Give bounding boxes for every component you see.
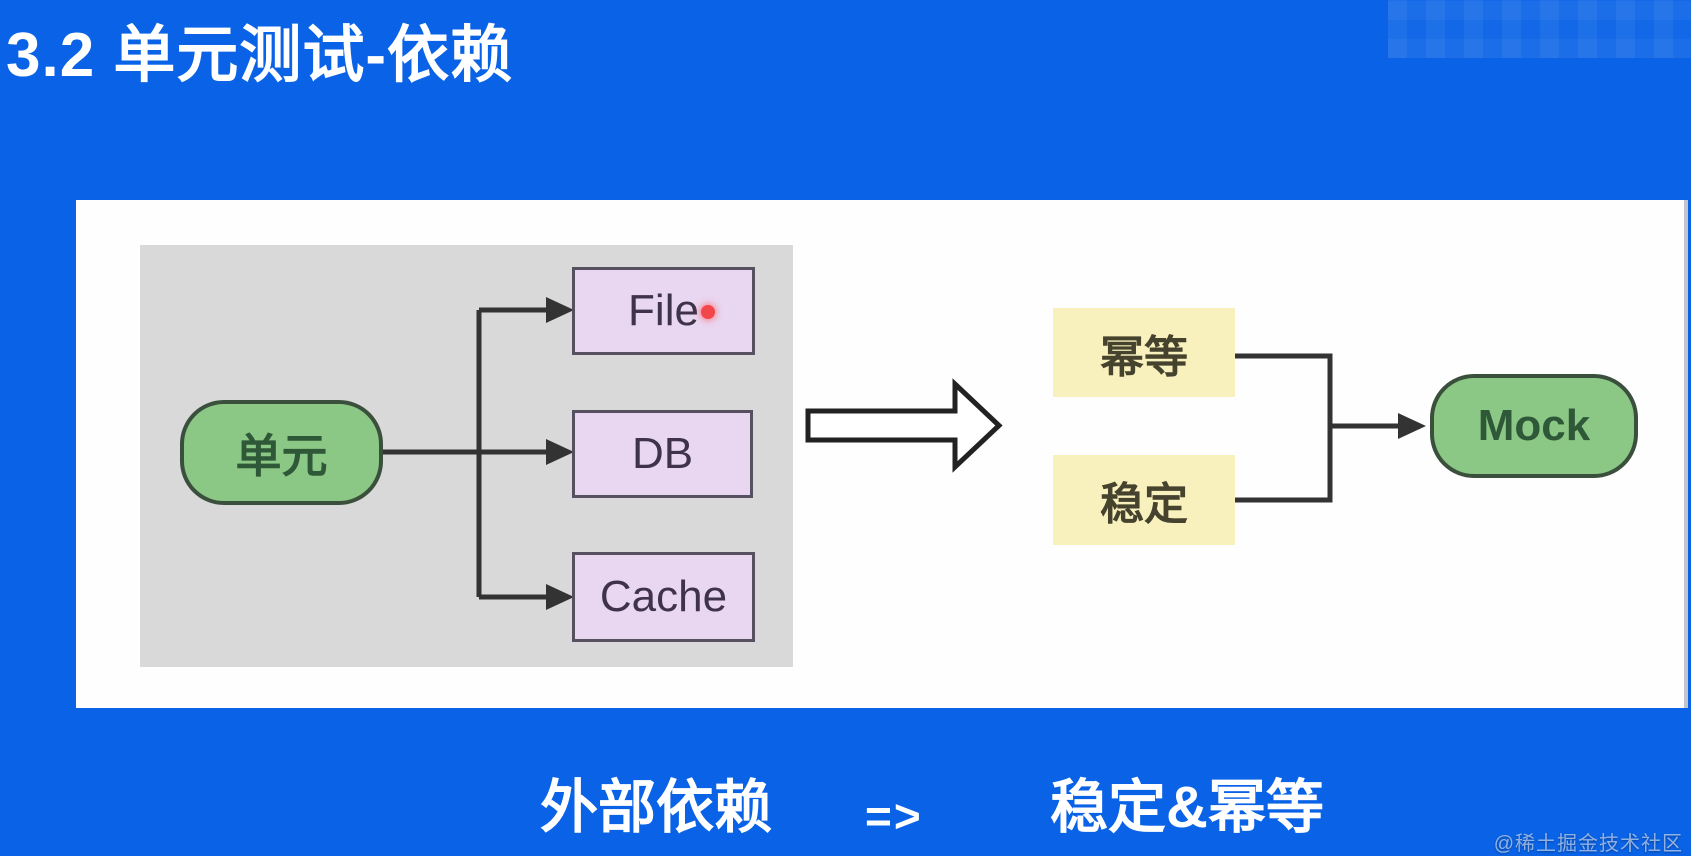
laser-pointer-dot bbox=[701, 305, 715, 319]
db-node-label: DB bbox=[631, 429, 694, 478]
footer-stable-idempotent: 稳定&幂等 bbox=[1050, 775, 1324, 840]
idempotent-label: 幂等 bbox=[1100, 332, 1188, 382]
dependency-node-db: DB bbox=[572, 410, 753, 498]
file-node-label: File bbox=[628, 286, 699, 335]
footer-external-deps: 外部依赖 bbox=[540, 775, 773, 840]
quality-node-stable: 稳定 bbox=[1053, 455, 1235, 545]
unit-node: 单元 bbox=[180, 400, 383, 505]
slide-title: 3.2 单元测试-依赖 bbox=[6, 21, 514, 90]
dependency-node-file: File bbox=[572, 267, 755, 355]
quality-node-idempotent: 幂等 bbox=[1053, 308, 1235, 397]
footer-implies-arrow: => bbox=[865, 790, 923, 842]
mock-node: Mock bbox=[1430, 374, 1638, 478]
mock-node-label: Mock bbox=[1477, 401, 1591, 450]
unit-node-label: 单元 bbox=[235, 429, 328, 482]
community-watermark: @稀土掘金技术社区 bbox=[1493, 833, 1683, 855]
stable-label: 稳定 bbox=[1100, 480, 1188, 529]
cache-node-label: Cache bbox=[599, 572, 728, 621]
dependency-node-cache: Cache bbox=[572, 552, 755, 642]
faint-grid-watermark bbox=[1388, 0, 1691, 58]
